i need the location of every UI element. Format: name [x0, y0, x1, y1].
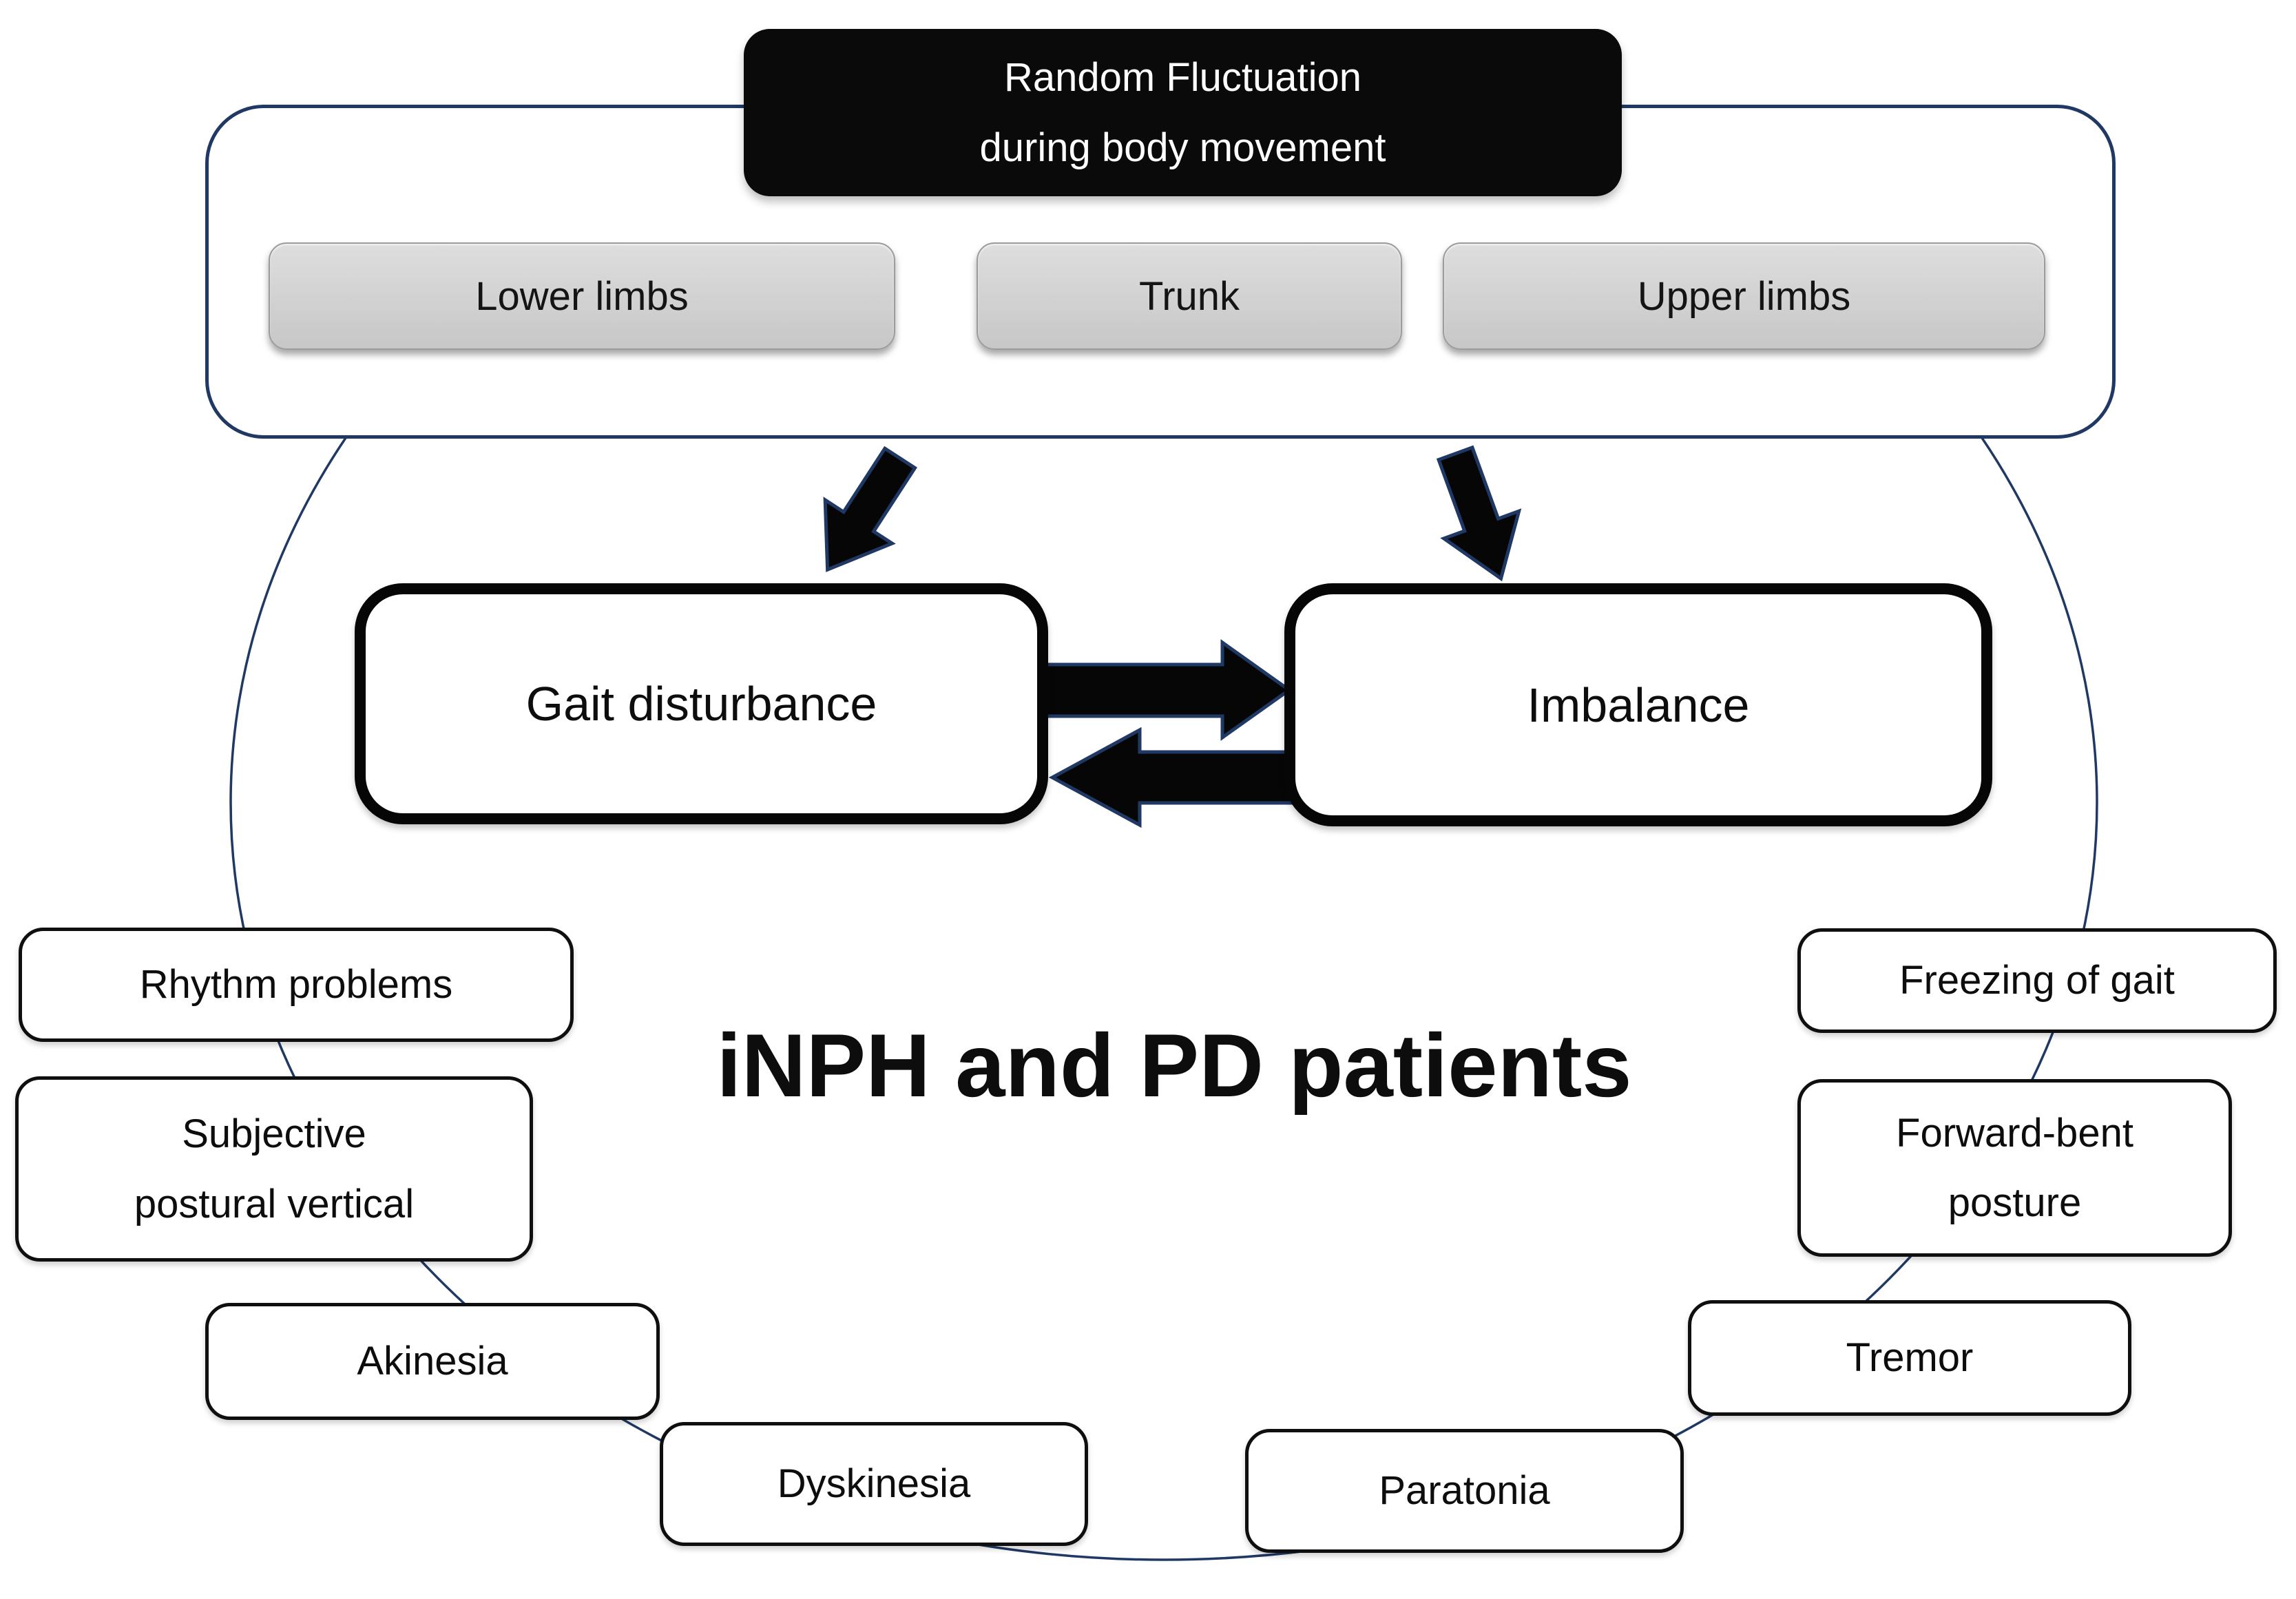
- body-part-label: Upper limbs: [1637, 273, 1851, 319]
- down-left-arrow-icon: [823, 446, 918, 572]
- header-box: Random Fluctuation during body movement: [744, 29, 1622, 196]
- page-title: iNPH and PD patients: [716, 1015, 1632, 1116]
- header-line1: Random Fluctuation: [1003, 55, 1362, 100]
- symptom-forward-bent-posture: Forward-bent posture: [1797, 1079, 2232, 1257]
- symptom-freezing-of-gait: Freezing of gait: [1797, 928, 2277, 1033]
- symptom-label: Tremor: [1846, 1335, 1974, 1381]
- symptom-subjective-postural-vertical: Subjective postural vertical: [15, 1076, 533, 1262]
- gait-disturbance-label: Gait disturbance: [525, 677, 877, 731]
- down-right-arrow-icon: [1436, 445, 1522, 582]
- body-part-label: Lower limbs: [475, 273, 689, 319]
- symptom-label: Paratonia: [1379, 1468, 1550, 1514]
- symptom-dyskinesia: Dyskinesia: [660, 1422, 1088, 1546]
- symptom-label-line1: Subjective: [182, 1111, 366, 1156]
- symptom-label: Rhythm problems: [139, 962, 453, 1007]
- body-part-trunk: Trunk: [977, 242, 1402, 350]
- header-line2: during body movement: [979, 125, 1386, 170]
- symptom-label-line2: postural vertical: [134, 1181, 415, 1226]
- symptom-tremor: Tremor: [1688, 1300, 2131, 1416]
- symptom-rhythm-problems: Rhythm problems: [19, 928, 574, 1042]
- symptom-label: Akinesia: [357, 1339, 508, 1384]
- symptom-label-line2: posture: [1948, 1180, 2082, 1225]
- gait-disturbance-box: Gait disturbance: [355, 583, 1048, 824]
- imbalance-label: Imbalance: [1527, 678, 1750, 732]
- symptom-label: Freezing of gait: [1899, 958, 2175, 1003]
- body-part-label: Trunk: [1138, 273, 1240, 319]
- symptom-label-line1: Forward-bent: [1896, 1110, 2133, 1156]
- left-arrow-icon: [1048, 727, 1311, 828]
- body-part-lower-limbs: Lower limbs: [269, 242, 895, 350]
- symptom-label: Dyskinesia: [777, 1461, 971, 1507]
- symptom-akinesia: Akinesia: [205, 1303, 660, 1420]
- body-part-upper-limbs: Upper limbs: [1443, 242, 2045, 350]
- imbalance-box: Imbalance: [1284, 583, 1992, 826]
- symptom-paratonia: Paratonia: [1245, 1429, 1684, 1553]
- right-arrow-icon: [1031, 639, 1293, 741]
